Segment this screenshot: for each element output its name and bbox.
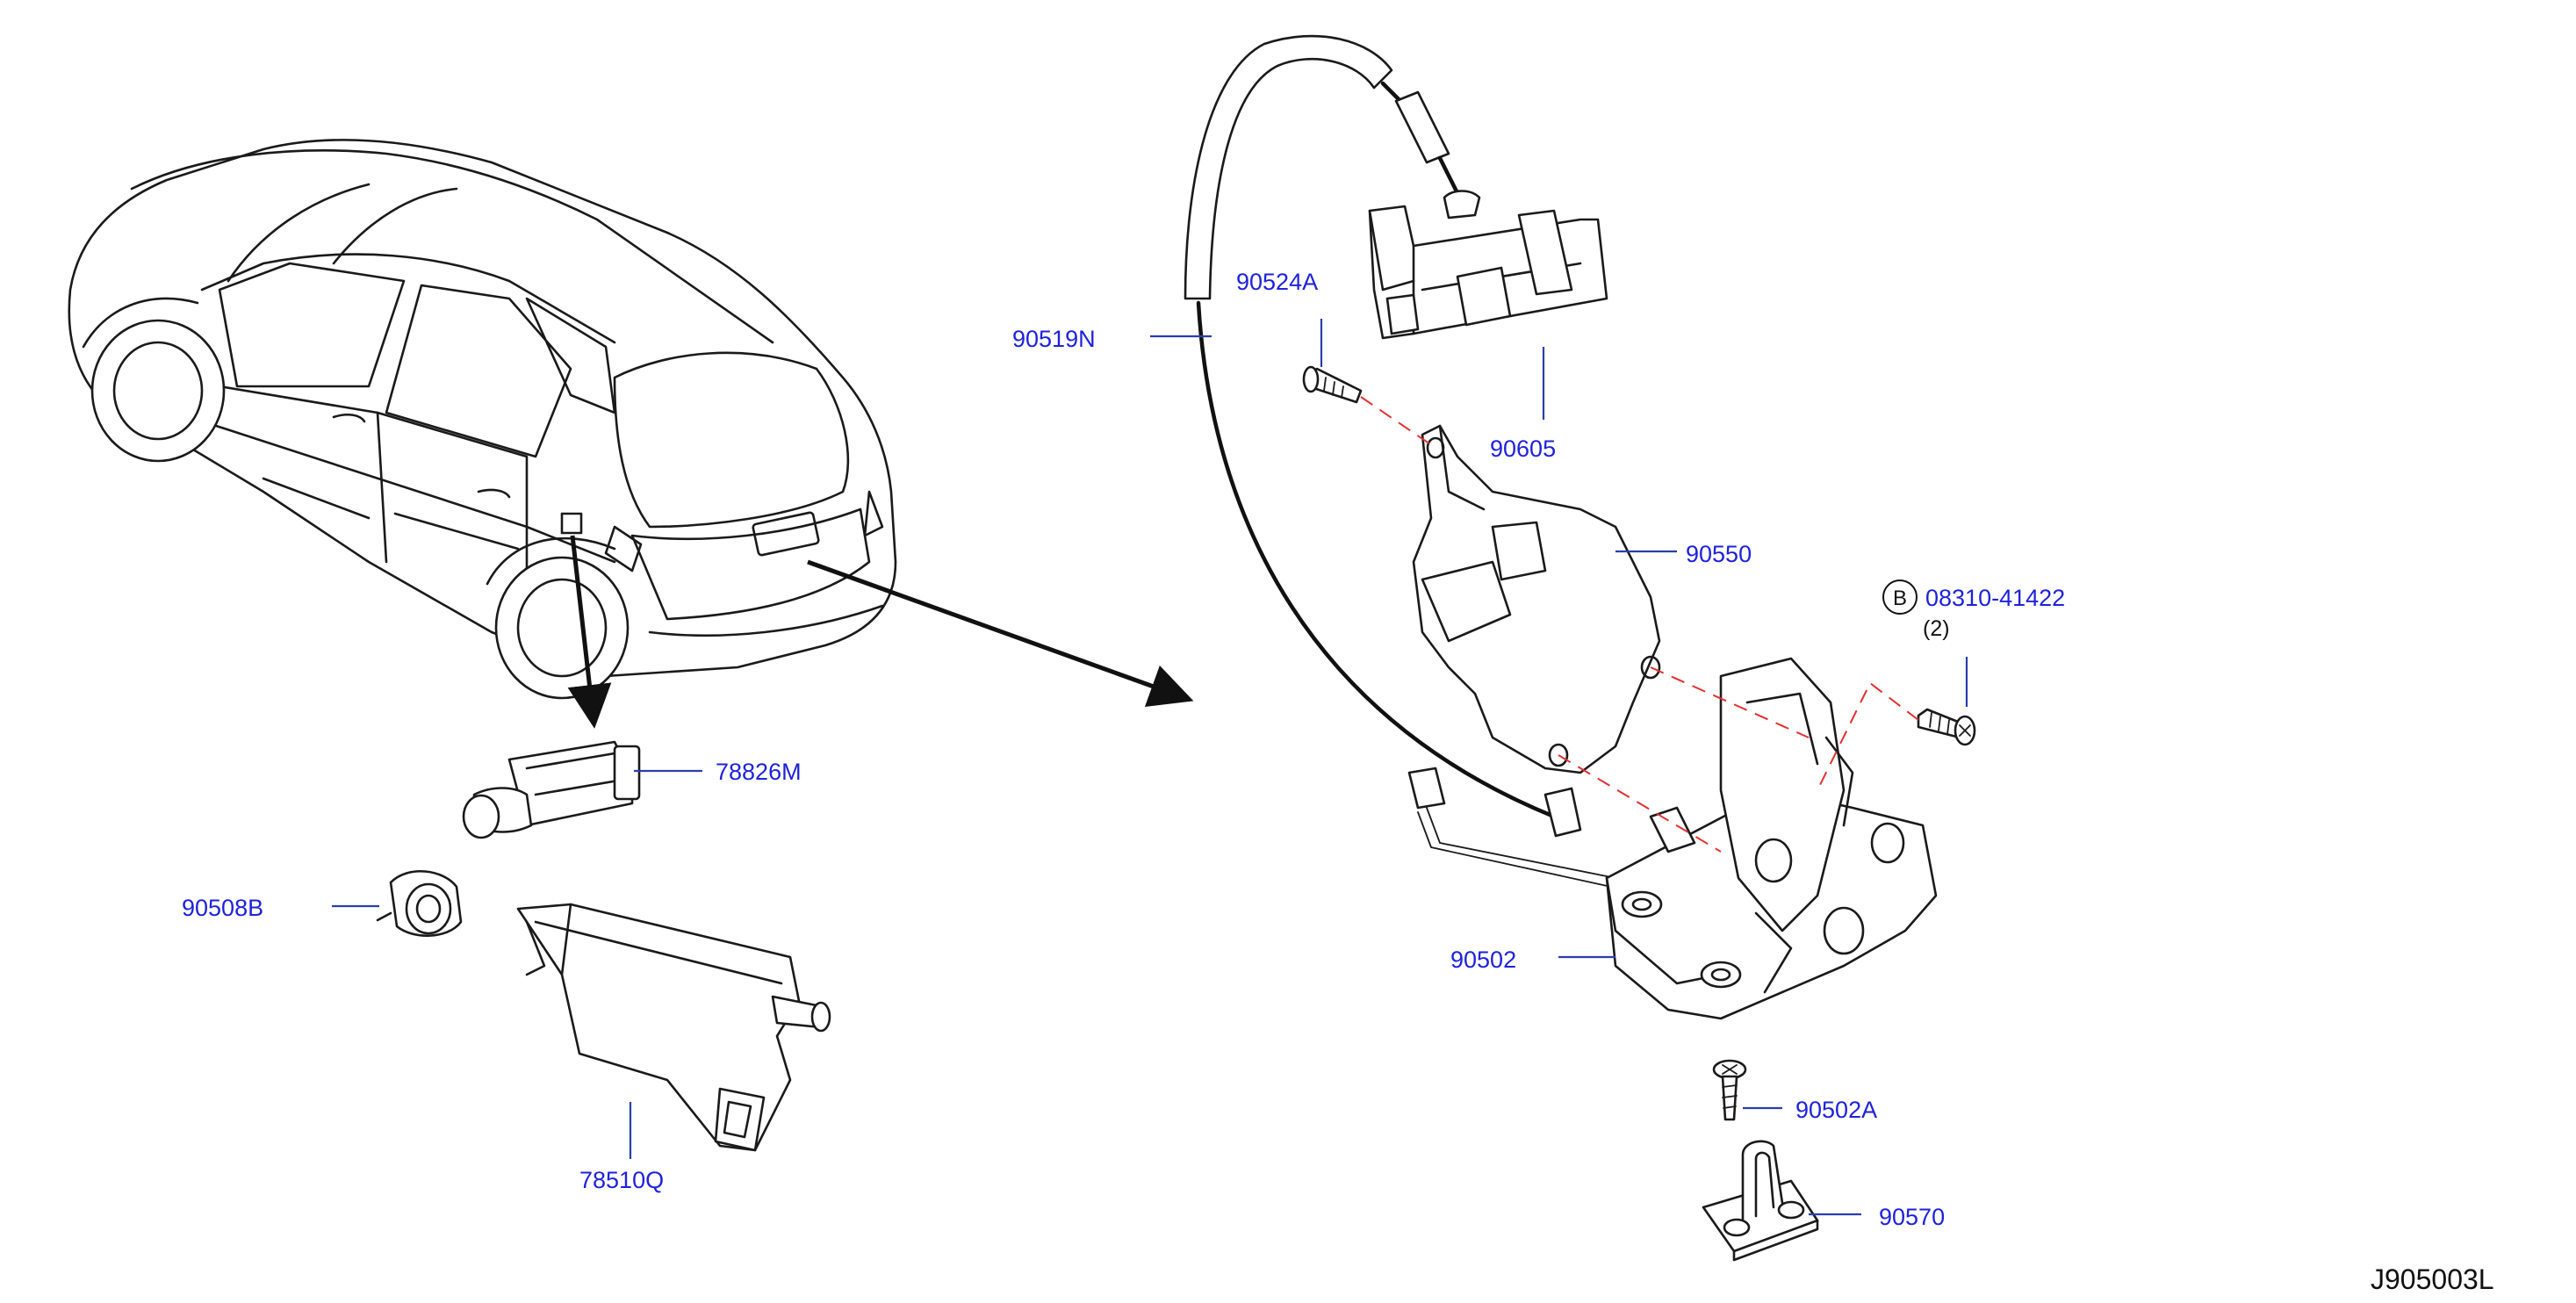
part-90502A-screw — [1712, 1059, 1747, 1121]
back-door-arrow — [807, 559, 1194, 707]
vehicle-illustration — [68, 139, 897, 700]
label-78510Q: 78510Q — [579, 1167, 664, 1193]
label-90605: 90605 — [1490, 436, 1556, 462]
fuel-lid-arrow — [567, 535, 612, 729]
part-90502-latch — [1605, 657, 1938, 1020]
label-90502: 90502 — [1450, 947, 1516, 973]
part-08310-41422-bolt — [1917, 708, 1976, 746]
label-90508B: 90508B — [182, 895, 263, 921]
diagram-code: J905003L — [2371, 1263, 2494, 1295]
label-quantity: (2) — [1923, 616, 1950, 641]
label-90524A: 90524A — [1236, 269, 1318, 295]
part-90508B-rotor — [376, 870, 463, 937]
part-90524A-bolt — [1302, 365, 1363, 404]
part-90519N-cable — [1184, 34, 1582, 838]
part-78510Q-opener — [516, 903, 831, 1152]
leader-lines — [332, 319, 1968, 1216]
part-90605-bracket — [1368, 205, 1608, 340]
label-90519N: 90519N — [1012, 326, 1096, 352]
label-90570: 90570 — [1879, 1204, 1945, 1230]
label-90550: 90550 — [1686, 541, 1752, 567]
part-78826M-actuator — [462, 740, 641, 839]
label-08310-41422: 08310-41422 — [1925, 585, 2065, 611]
b-symbol-circle — [1882, 580, 1918, 615]
b-symbol: B — [1893, 587, 1907, 610]
part-90550-actuator — [1407, 424, 1661, 923]
part-90570-striker — [1702, 1140, 1819, 1262]
label-78826M: 78826M — [716, 759, 802, 785]
callout-08310-41422: B 08310-41422 (2) — [1882, 580, 2065, 641]
label-90502A: 90502A — [1795, 1097, 1877, 1123]
alignment-lines — [1360, 396, 1919, 853]
